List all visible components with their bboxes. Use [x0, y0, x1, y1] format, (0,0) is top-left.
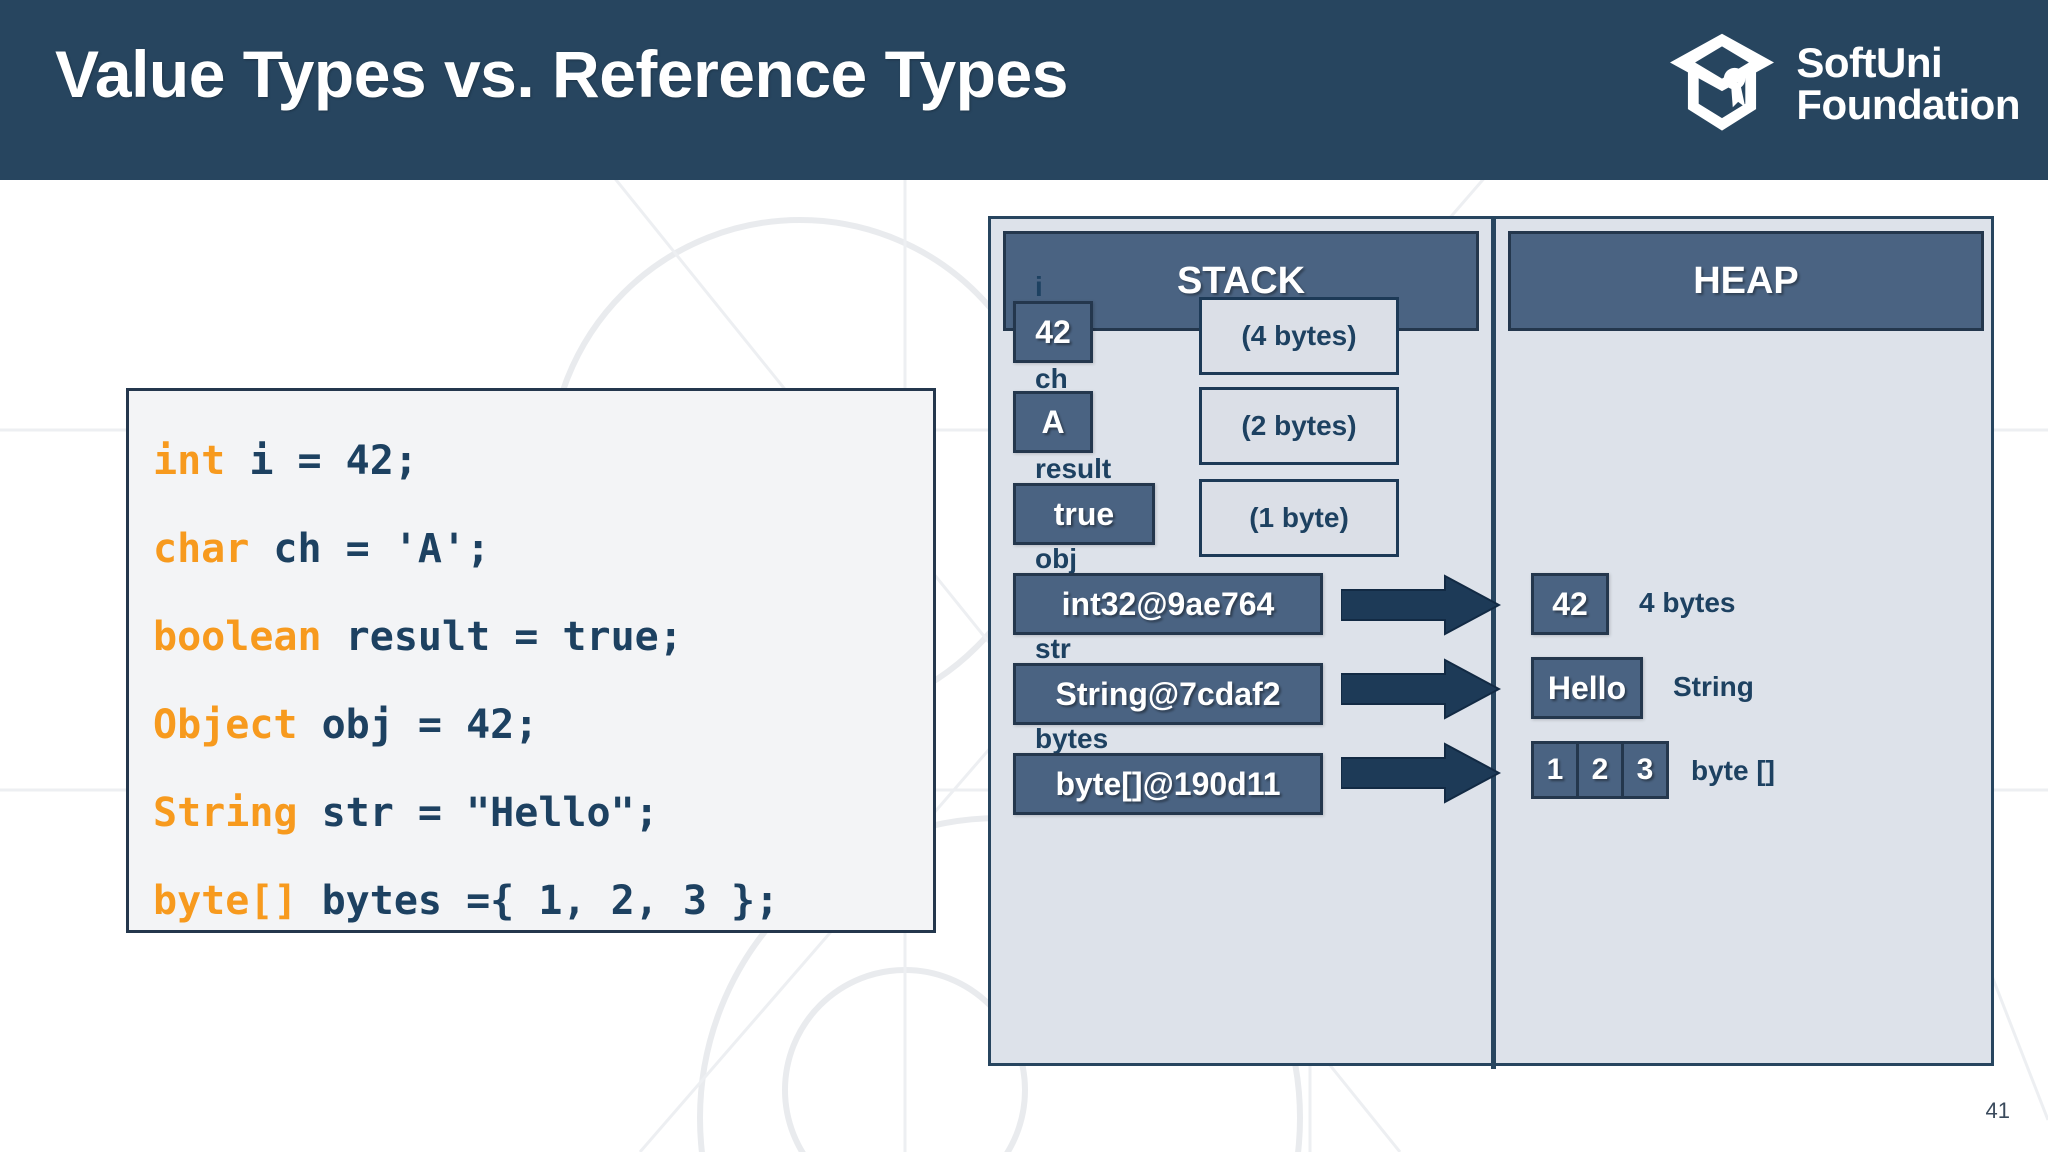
code-keyword: String [153, 790, 298, 836]
code-line: char ch = 'A'; [153, 505, 933, 593]
stack-variable-name: bytes [1035, 723, 1109, 754]
stack-variable-name: obj [1035, 543, 1077, 574]
stack-to-heap-arrow [1341, 658, 1501, 720]
code-expression: i = 42; [225, 438, 418, 484]
logo-line-1: SoftUni [1796, 39, 1943, 86]
stack-variable-name: result [1035, 453, 1112, 484]
stack-variable-name: i [1035, 271, 1043, 302]
code-keyword: int [153, 438, 226, 484]
code-expression: obj = 42; [297, 702, 539, 748]
heap-value-box: 42 [1531, 573, 1609, 635]
heap-type-annotation: 4 bytes [1639, 587, 1736, 618]
stack-variable-name: str [1035, 633, 1071, 664]
stack-value-box: true [1013, 483, 1155, 545]
code-snippet-panel: int i = 42;char ch = 'A';boolean result … [126, 388, 936, 933]
code-keyword: char [153, 526, 250, 572]
slide-page-number: 41 [1985, 1098, 2010, 1123]
code-line: boolean result = true; [153, 593, 933, 681]
softuni-foundation-logo: SoftUni Foundation [1668, 32, 2020, 136]
code-line: Object obj = 42; [153, 681, 933, 769]
heap-array-cell: 3 [1621, 741, 1669, 799]
stack-value-box: int32@9ae764 [1013, 573, 1323, 635]
heap-type-annotation: String [1673, 671, 1754, 702]
logo-line-2: Foundation [1796, 81, 2020, 128]
heap-type-annotation: byte [] [1691, 755, 1775, 786]
stack-value-box: 42 [1013, 301, 1093, 363]
code-expression: bytes ={ 1, 2, 3 }; [297, 878, 780, 924]
stack-to-heap-arrow [1341, 574, 1501, 636]
stack-value-box: String@7cdaf2 [1013, 663, 1323, 725]
code-line: String str = "Hello"; [153, 769, 933, 857]
heap-column-header: HEAP [1508, 231, 1984, 331]
stack-value-box: byte[]@190d11 [1013, 753, 1323, 815]
stack-heap-divider [1491, 219, 1496, 1069]
code-keyword: byte[] [153, 878, 298, 924]
stack-value-box: A [1013, 391, 1093, 453]
code-expression: ch = 'A'; [249, 526, 491, 572]
stack-to-heap-arrow [1341, 742, 1501, 804]
stack-size-annotation: (2 bytes) [1199, 387, 1399, 465]
code-line: byte[] bytes ={ 1, 2, 3 }; [153, 857, 933, 945]
stack-size-annotation: (1 byte) [1199, 479, 1399, 557]
code-keyword: boolean [153, 614, 322, 660]
heap-array-cell: 1 [1531, 741, 1579, 799]
code-keyword: Object [153, 702, 298, 748]
stack-size-annotation: (4 bytes) [1199, 297, 1399, 375]
code-line: int i = 42; [153, 417, 933, 505]
page-title: Value Types vs. Reference Types [55, 37, 1068, 111]
heap-array-cell: 2 [1576, 741, 1624, 799]
heap-value-box: Hello [1531, 657, 1643, 719]
graduation-cap-icon [1670, 33, 1775, 131]
code-expression: str = "Hello"; [297, 790, 659, 836]
slide-header-bar: Value Types vs. Reference Types SoftUni … [0, 0, 2048, 180]
code-expression: result = true; [321, 614, 683, 660]
